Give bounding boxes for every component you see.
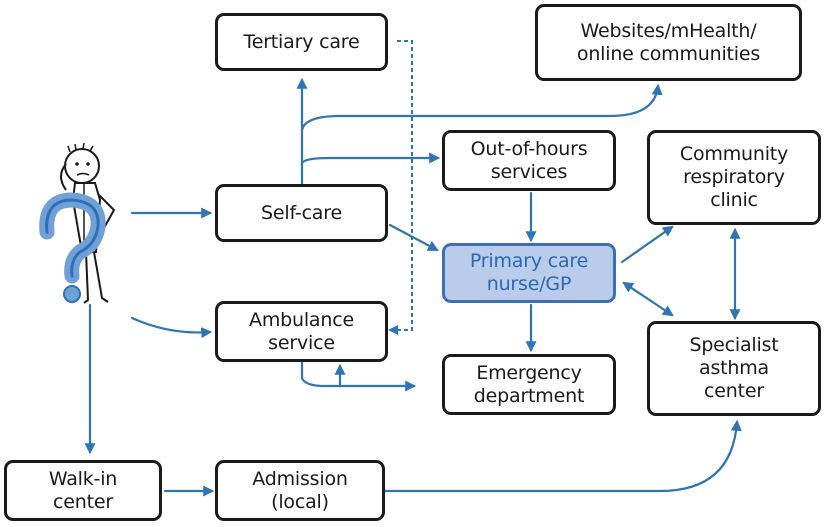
node-primary-care-nurse-gp: Primary care nurse/GP <box>442 243 616 303</box>
dashed-tertiary-to-ambulance <box>388 40 413 335</box>
arrow-selfcare-to-primary <box>388 223 439 252</box>
arrow-selfcare-to-outofhours <box>300 152 441 165</box>
arrow-selfcare-to-websites <box>300 83 663 132</box>
arrow-admission-to-specialist <box>383 419 742 493</box>
node-community-respiratory-clinic: Community respiratory clinic <box>647 130 821 225</box>
arrow-primary-to-community <box>620 225 674 264</box>
confused-person-with-question-mark-icon <box>39 142 116 304</box>
arrow-figure-to-ambulance <box>130 316 213 339</box>
node-ambulance-service: Ambulance service <box>215 301 388 362</box>
node-walk-in-center: Walk-in center <box>4 460 162 521</box>
arrow-ambulance-to-emergency <box>300 360 417 392</box>
node-tertiary-care: Tertiary care <box>215 13 388 71</box>
node-emergency-department: Emergency department <box>442 354 616 415</box>
arrow-primary-specialist <box>622 281 674 317</box>
node-self-care: Self-care <box>215 184 388 242</box>
node-out-of-hours-services: Out-of-hours services <box>442 130 616 191</box>
node-websites-mhealth: Websites/mHealth/ online communities <box>535 4 802 81</box>
node-specialist-asthma-center: Specialist asthma center <box>647 321 821 416</box>
node-admission-local: Admission (local) <box>215 460 385 521</box>
